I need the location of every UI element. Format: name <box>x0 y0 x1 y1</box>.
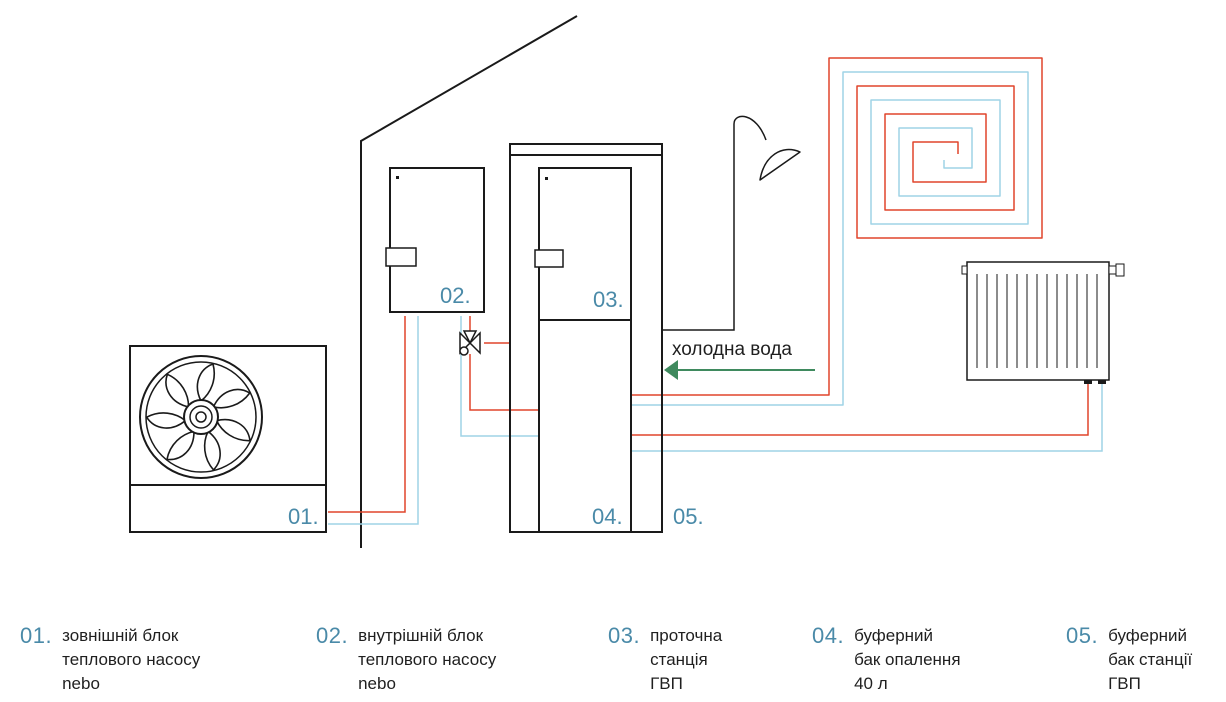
heat-pump-system-diagram: 01. 02. 03. 04. 05. холодна вода <box>129 15 1125 548</box>
legend-number: 03. <box>608 623 641 648</box>
legend-text: внутрішній блок теплового насосу nebo <box>358 626 497 693</box>
pipe-hot-floor-heating <box>631 57 1043 396</box>
legend-text: проточна станція ГВП <box>650 626 723 693</box>
unit-number-03: 03. <box>593 287 624 312</box>
pipe-cold-outdoor-indoor <box>328 316 419 525</box>
legend-item-05: 05. буферний бак станції ГВП <box>1066 624 1192 696</box>
cold-water-label: холодна вода <box>672 339 792 360</box>
pipe-hot-outdoor-indoor <box>328 316 406 513</box>
storage-column <box>509 143 663 533</box>
unit-number-04: 04. <box>592 504 623 529</box>
three-way-valve-icon <box>459 330 481 356</box>
outdoor-unit <box>129 345 327 533</box>
unit-number-05: 05. <box>673 504 704 529</box>
unit-number-02: 02. <box>440 283 471 308</box>
pipe-hot-radiator <box>631 381 1089 436</box>
indoor-unit <box>385 167 485 313</box>
legend-number: 05. <box>1066 623 1099 648</box>
legend-item-01: 01. зовнішній блок теплового насосу nebo <box>20 624 200 696</box>
legend-text: буферний бак станції ГВП <box>1108 626 1193 693</box>
radiator-icon <box>961 261 1125 384</box>
pipe-cold-radiator <box>631 381 1103 452</box>
fan-icon <box>139 355 263 479</box>
pipe-cold-indoor-return <box>460 316 539 437</box>
pipe-cold-floor-heating <box>631 71 1029 406</box>
legend-number: 01. <box>20 623 53 648</box>
cold-water-line <box>661 124 735 331</box>
shower-head-icon <box>733 115 801 181</box>
legend-number: 02. <box>316 623 349 648</box>
legend-number: 04. <box>812 623 845 648</box>
house-wall-line <box>360 15 578 548</box>
cold-water-arrow-icon <box>664 360 815 380</box>
legend-item-04: 04. буферний бак опалення 40 л <box>812 624 961 696</box>
pipe-hot-valve-bottom <box>469 354 539 411</box>
legend-item-03: 03. проточна станція ГВП <box>608 624 722 696</box>
legend-text: буферний бак опалення 40 л <box>854 626 961 693</box>
legend-item-02: 02. внутрішній блок теплового насосу neb… <box>316 624 496 696</box>
legend-text: зовнішній блок теплового насосу nebo <box>62 626 201 693</box>
unit-number-01: 01. <box>288 504 319 529</box>
